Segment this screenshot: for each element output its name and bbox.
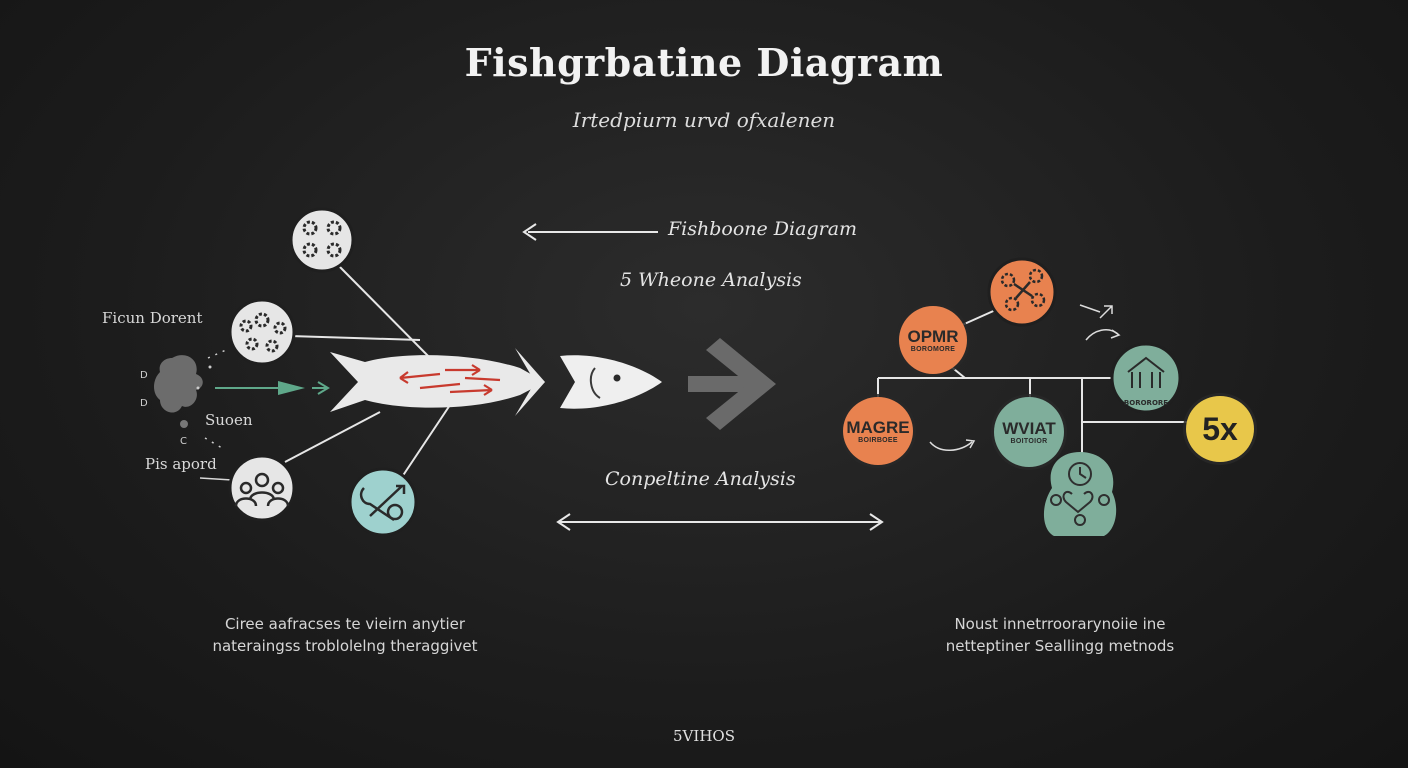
wrench-cross-node — [348, 467, 418, 537]
profile-head-icon — [154, 355, 203, 428]
label-5-whys: 5 Wheone Analysis — [620, 269, 802, 291]
clock-brain-icon — [1043, 452, 1117, 536]
double-arrow-bottom — [556, 513, 884, 531]
node-wviat-title: WVIAT — [1002, 418, 1056, 438]
right-description-line-1: Noust innetrroorarynoiie ine — [954, 615, 1166, 633]
node-opmr: OPMR BOROMORE — [899, 306, 967, 374]
page-subtitle: Irtedpiurn urvd ofxalenen — [572, 108, 836, 132]
letter-d-2: D — [140, 398, 148, 409]
left-description: Ciree aafracses te vieirn anytier natera… — [180, 613, 510, 657]
node-building-sub-wrap: BORORORE — [1114, 390, 1178, 409]
label-left-mid: Suoen — [205, 411, 253, 429]
right-description-line-2: netteptiner Seallingg metnods — [945, 637, 1175, 655]
label-fishbone-diagram: Fishboone Diagram — [668, 218, 858, 240]
node-building-sub: BORORORE — [1123, 399, 1169, 407]
label-comparative-analysis: Conpeltine Analysis — [605, 468, 796, 490]
green-arrow — [215, 381, 330, 395]
label-left-bottom: Pis apord — [145, 455, 217, 473]
gears-node-top — [289, 207, 355, 273]
node-opmr-title: OPMR — [907, 326, 959, 346]
right-description: Noust innetrroorarynoiie ine netteptiner… — [900, 613, 1220, 657]
gears-node-mid — [228, 298, 296, 366]
page-title: Fishgrbatine Diagram — [464, 40, 944, 85]
node-wviat: WVIAT BOITOIOR — [994, 397, 1064, 467]
letter-c: C — [180, 436, 187, 447]
node-5x-title: 5x — [1202, 410, 1238, 447]
letter-d-1: D — [140, 370, 148, 381]
building-icon — [1110, 342, 1182, 414]
people-node — [228, 454, 296, 522]
node-opmr-sub: BOROMORE — [910, 345, 956, 353]
node-magre-sub: BOIRBOEE — [858, 436, 898, 444]
node-wviat-sub: BOITOIOR — [1010, 437, 1048, 445]
arrow-right-icon — [688, 338, 776, 430]
arrow-left-top — [522, 223, 658, 241]
left-description-line-2: nateraingss troblolelng theraggivet — [212, 637, 478, 655]
left-description-line-1: Ciree aafracses te vieirn anytier — [224, 615, 466, 633]
node-magre: MAGRE BOIRBOEE — [843, 397, 913, 465]
fish-icon — [330, 348, 662, 416]
footer-brand: 5VIHOS — [673, 727, 735, 745]
label-left-top: Ficun Dorent — [102, 309, 203, 327]
node-magre-title: MAGRE — [846, 417, 910, 437]
node-5x: 5x — [1186, 396, 1254, 462]
fishbone-branches — [284, 261, 451, 481]
network-gears-icon — [987, 257, 1057, 327]
